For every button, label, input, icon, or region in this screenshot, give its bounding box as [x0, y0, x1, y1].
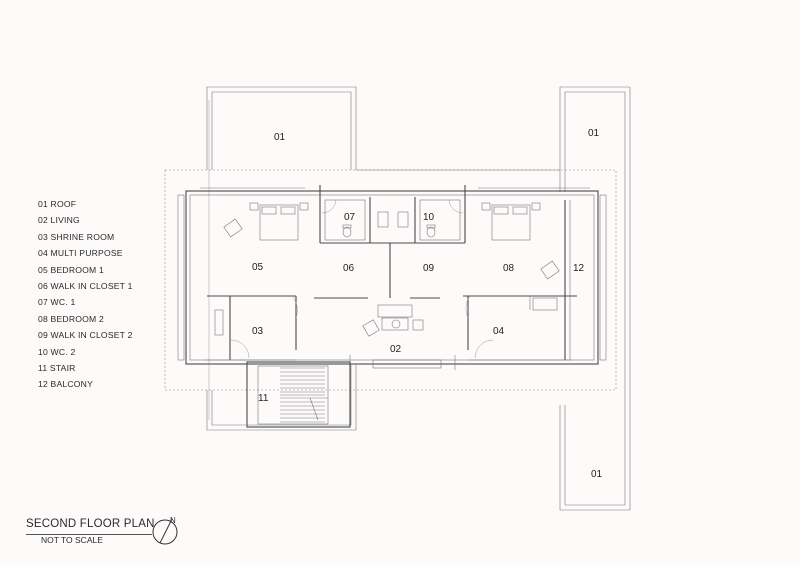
room-label-bedroom1: 05: [252, 262, 264, 273]
north-label: N: [170, 516, 176, 525]
room-label-balcony: 12: [573, 263, 585, 274]
interior-walls: [205, 197, 577, 370]
room-legend: 01 ROOF 02 LIVING 03 SHRINE ROOM 04 MULT…: [38, 196, 133, 393]
room-label-closet2: 09: [423, 263, 435, 274]
legend-item: 08 BEDROOM 2: [38, 313, 104, 324]
room-label-wc1: 07: [344, 212, 356, 223]
room-label-multipurpose: 04: [493, 326, 505, 337]
bed-1: [249, 202, 309, 241]
room-label-shrine: 03: [252, 326, 264, 337]
room-label-roof-top: 01: [274, 132, 286, 143]
room-label-stair: 11: [258, 393, 269, 404]
room-label-roof-bottom: 01: [591, 469, 603, 480]
legend-item: 12 BALCONY: [38, 379, 94, 390]
legend-item: 11 STAIR: [38, 362, 76, 373]
bed-2: [481, 202, 541, 241]
door-swings: [230, 199, 494, 359]
legend-item: 09 WALK IN CLOSET 2: [38, 330, 133, 341]
living-furniture: [362, 304, 424, 337]
legend-item: 07 WC. 1: [38, 297, 76, 308]
legend-item: 04 MULTI PURPOSE: [38, 248, 123, 259]
stair: [246, 361, 351, 428]
roof-right-outline: [356, 86, 631, 511]
room-label-closet1: 06: [343, 263, 355, 274]
wc-fixtures: [324, 199, 461, 241]
title-block: SECOND FLOOR PLAN NOT TO SCALE: [26, 518, 155, 545]
room-label-bedroom2: 08: [503, 263, 515, 274]
legend-item: 01 ROOF: [38, 199, 77, 209]
roof-top-outline: [206, 86, 357, 420]
legend-item: 10 WC. 2: [38, 346, 76, 357]
plan-title: SECOND FLOOR PLAN: [26, 518, 155, 530]
exterior-walls: [177, 185, 607, 365]
legend-item: 06 WALK IN CLOSET 1: [38, 280, 133, 291]
room-label-living: 02: [390, 344, 402, 355]
plan-subtitle: NOT TO SCALE: [41, 535, 103, 545]
room-label-roof-right: 01: [588, 128, 600, 139]
roof-lower-outline: [206, 365, 357, 431]
legend-item: 05 BEDROOM 1: [38, 264, 104, 275]
title-underline: [26, 534, 152, 535]
legend-item: 02 LIVING: [38, 215, 80, 226]
roof-edge-dashed: [164, 169, 617, 391]
chairs: [223, 218, 560, 280]
north-arrow-icon: N: [152, 516, 178, 545]
legend-item: 03 SHRINE ROOM: [38, 231, 115, 242]
room-label-wc2: 10: [423, 212, 435, 223]
